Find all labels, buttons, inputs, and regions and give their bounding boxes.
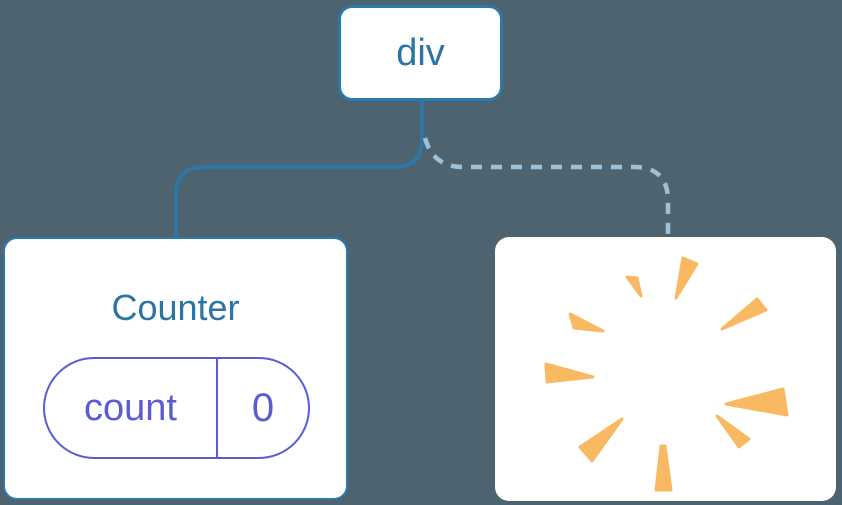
burst-ray [654, 444, 673, 492]
dashed-connector-line [422, 137, 671, 239]
state-value-label: 0 [251, 385, 275, 430]
burst-ray [544, 362, 595, 384]
burst-ray [724, 387, 789, 417]
burst-ray [715, 414, 751, 449]
burst-ray [578, 417, 624, 463]
solid-connector-line [174, 101, 424, 239]
burst-ray [568, 312, 605, 333]
poof-starburst-icon [544, 256, 789, 492]
burst-ray [674, 256, 699, 300]
burst-ray [625, 275, 643, 298]
node-removed [495, 237, 836, 501]
counter-title: Counter [111, 287, 240, 328]
burst-ray [720, 297, 768, 331]
state-key-label: count [45, 359, 218, 457]
node-div: div [338, 5, 503, 101]
node-counter: Counter count 0 [3, 237, 348, 500]
state-pill: count 0 [43, 357, 310, 459]
node-div-label: div [396, 31, 445, 74]
